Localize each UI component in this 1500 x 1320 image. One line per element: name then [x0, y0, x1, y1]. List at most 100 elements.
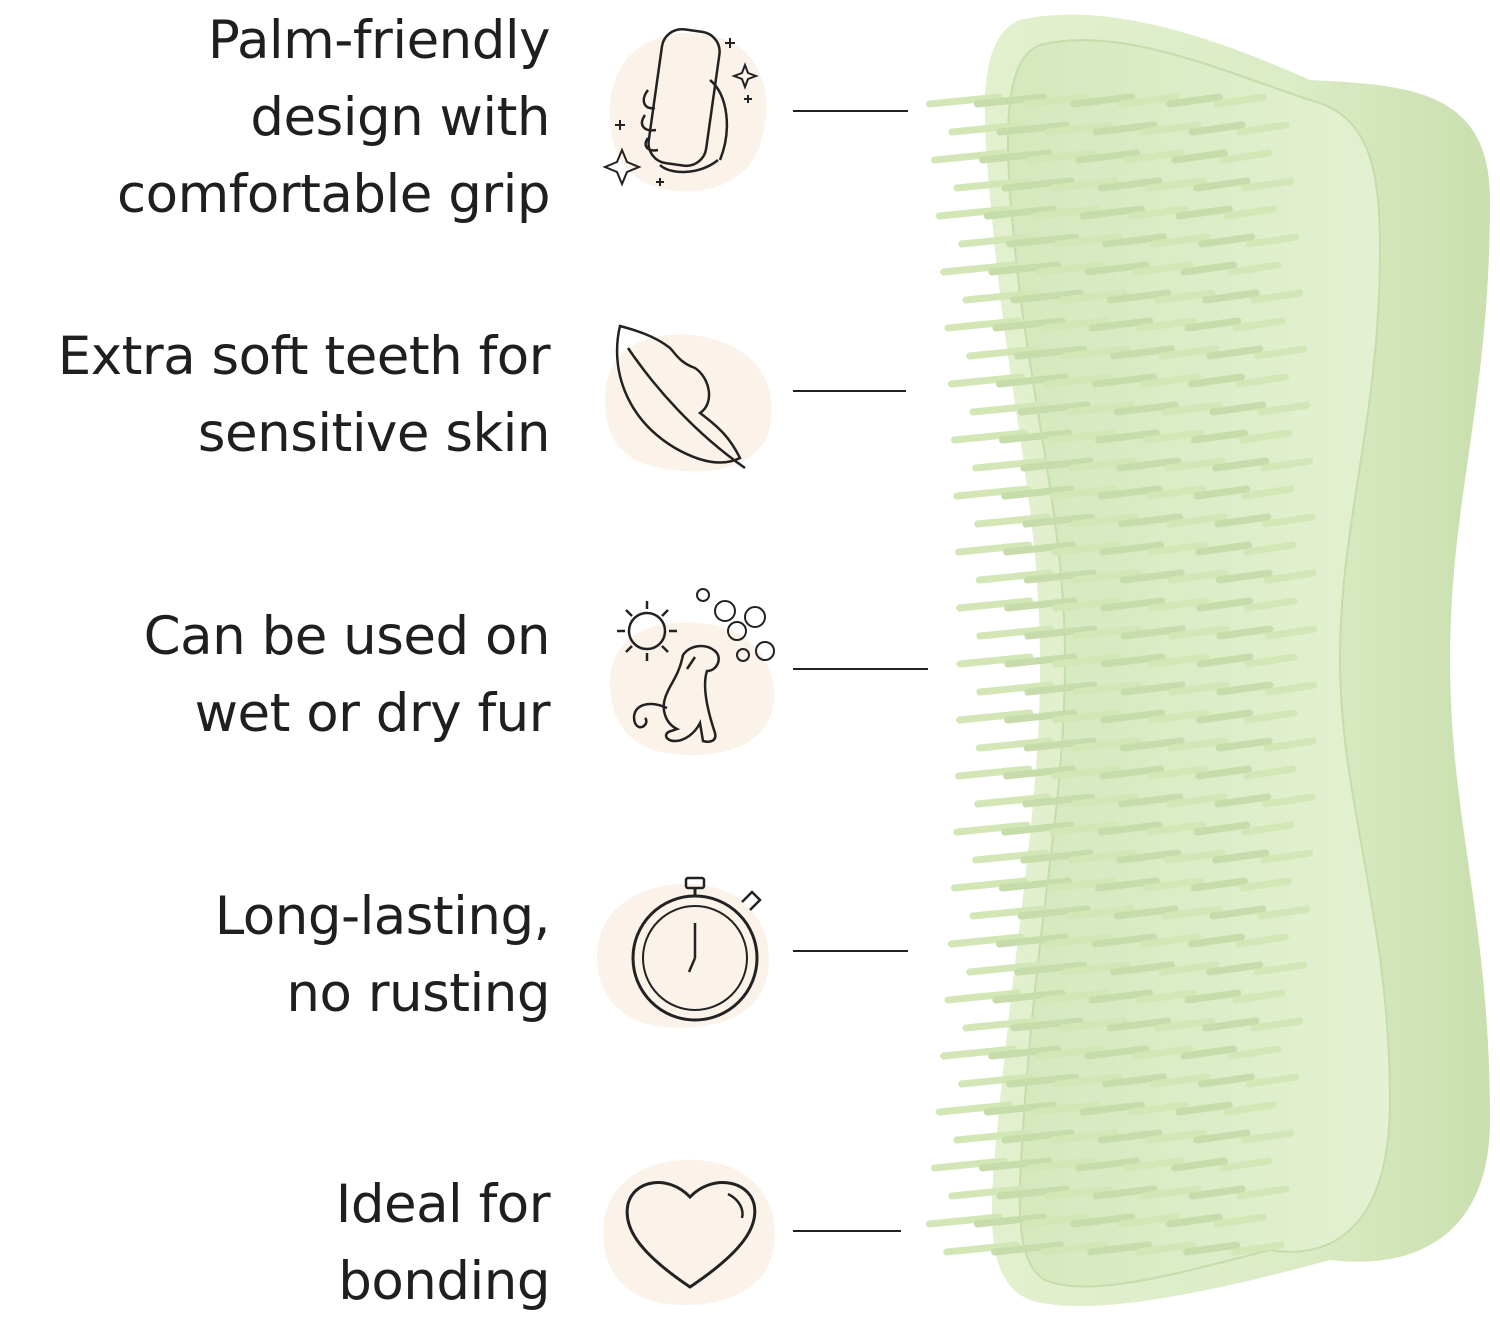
- bristle: [1120, 625, 1186, 640]
- bristle: [958, 233, 1036, 248]
- bristle: [1228, 261, 1282, 276]
- bristle: [1017, 401, 1091, 416]
- bristle: [1072, 625, 1142, 640]
- bristle: [1215, 737, 1273, 752]
- bristle: [1049, 177, 1119, 192]
- bristle: [1039, 1241, 1109, 1256]
- bristle: [1003, 541, 1077, 556]
- bristle: [1049, 485, 1119, 500]
- bristle: [1154, 289, 1216, 304]
- bristle: [1238, 877, 1292, 892]
- bristle: [974, 513, 1052, 528]
- bristle: [940, 261, 1018, 276]
- bristle: [1193, 485, 1251, 500]
- feature-line: Extra soft teeth for: [57, 326, 551, 387]
- bristle: [975, 569, 1053, 584]
- feature-text: Long-lasting, no rusting: [0, 878, 551, 1032]
- bristle: [1099, 765, 1165, 780]
- bristle: [948, 121, 1026, 136]
- bristle: [1196, 597, 1254, 612]
- bristle: [1136, 317, 1198, 332]
- bristle: [1262, 513, 1316, 528]
- bristle: [998, 429, 1072, 444]
- bristle: [956, 653, 1034, 668]
- bristle: [1180, 261, 1238, 276]
- bristle: [1216, 625, 1274, 640]
- bristle: [1235, 933, 1289, 948]
- bristle: [1004, 597, 1078, 612]
- bristle: [1120, 681, 1186, 696]
- bristle: [1171, 149, 1229, 164]
- bristle: [991, 1241, 1065, 1256]
- bristle: [953, 1129, 1031, 1144]
- bristle: [1165, 93, 1223, 108]
- feature-line: no rusting: [286, 963, 550, 1024]
- bristle: [969, 905, 1047, 920]
- bristle: [935, 205, 1013, 220]
- bristle: [1154, 1017, 1216, 1032]
- bristle: [1140, 1185, 1202, 1200]
- bristle: [1046, 877, 1116, 892]
- bristle: [1238, 429, 1292, 444]
- bristle: [1001, 177, 1075, 192]
- bristle: [1010, 1017, 1084, 1032]
- bristle: [1198, 233, 1256, 248]
- bristle: [1232, 989, 1286, 1004]
- bristle: [1088, 317, 1154, 332]
- bristle: [1054, 1073, 1124, 1088]
- bristle: [1184, 317, 1242, 332]
- bristle: [1062, 961, 1132, 976]
- bristle: [1241, 485, 1295, 500]
- bristle: [1145, 821, 1207, 836]
- bristle: [1049, 1129, 1119, 1144]
- bristle: [1072, 681, 1142, 696]
- bristle: [1021, 1213, 1091, 1228]
- bristle: [1102, 1073, 1168, 1088]
- bristle: [1167, 737, 1229, 752]
- bristle: [1254, 961, 1308, 976]
- bristle: [1023, 737, 1097, 752]
- bristle: [979, 149, 1053, 164]
- bristle: [1188, 1185, 1246, 1200]
- bristle: [1232, 317, 1286, 332]
- bristle: [1216, 681, 1274, 696]
- bristle: [1014, 345, 1088, 360]
- bristle: [1175, 1101, 1233, 1116]
- feature-line: Palm-friendly: [207, 10, 551, 71]
- bristle: [1190, 877, 1248, 892]
- bristle: [1150, 1073, 1212, 1088]
- bristle: [1097, 1129, 1163, 1144]
- bristle: [1214, 793, 1272, 808]
- bristle: [944, 989, 1022, 1004]
- bristle: [947, 933, 1025, 948]
- bristle: [1113, 905, 1179, 920]
- bristle: [1235, 373, 1289, 388]
- bristle: [958, 1073, 1036, 1088]
- bristle: [1087, 1241, 1153, 1256]
- bristle: [1092, 1185, 1158, 1200]
- bristle: [956, 597, 1034, 612]
- bristle: [1052, 709, 1122, 724]
- bristle: [983, 1101, 1057, 1116]
- feature-text: Palm-friendly design with comfortable gr…: [0, 2, 550, 233]
- bristle: [1209, 401, 1267, 416]
- bristle: [1218, 1157, 1272, 1172]
- feature-line: comfortable grip: [117, 164, 550, 225]
- bristle: [1058, 1017, 1128, 1032]
- bristle: [1106, 1017, 1172, 1032]
- bristle: [995, 373, 1069, 388]
- bristle: [1004, 709, 1078, 724]
- bristle: [1068, 457, 1138, 472]
- feature-text: Can be used on wet or dry fur: [0, 598, 551, 752]
- bristle: [1193, 1129, 1251, 1144]
- bristle: [1097, 821, 1163, 836]
- bristle: [1127, 1101, 1189, 1116]
- bristle: [1040, 317, 1110, 332]
- bristle: [1231, 1241, 1285, 1256]
- bristle: [1212, 457, 1270, 472]
- bristle: [1164, 457, 1226, 472]
- bristle: [1001, 485, 1075, 500]
- bristle: [1110, 961, 1176, 976]
- bristle: [953, 177, 1031, 192]
- bristle: [1166, 793, 1228, 808]
